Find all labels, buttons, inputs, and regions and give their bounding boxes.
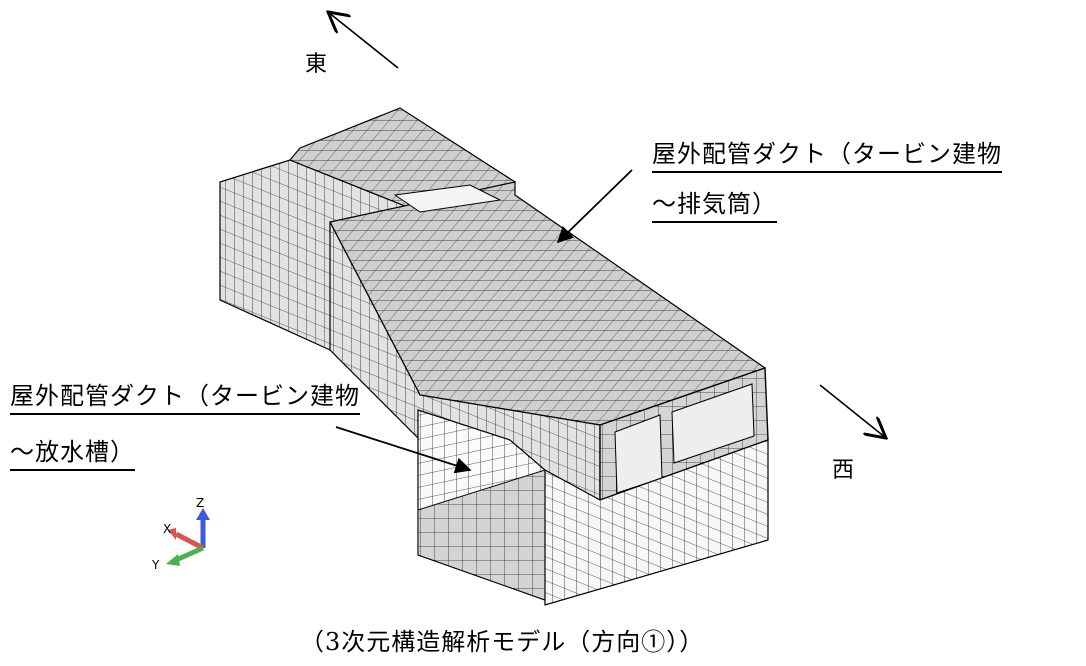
lower-duct-label-line2: ～放水槽） (10, 432, 135, 471)
west-arrow (819, 384, 886, 438)
lower-duct-model (417, 409, 769, 606)
lower-duct-label-line1: 屋外配管ダクト（タービン建物 (10, 376, 360, 415)
upper-duct-model (219, 107, 769, 501)
east-label: 東 (305, 52, 328, 77)
axis-triad (166, 508, 210, 566)
lower-duct-leader (335, 426, 472, 474)
axis-x-label: X (163, 522, 172, 536)
upper-duct-notch (393, 184, 502, 213)
figure-caption: （3次元構造解析モデル（方向①）） (300, 628, 705, 656)
axis-z-label: Z (196, 496, 205, 510)
upper-duct-label-line1: 屋外配管ダクト（タービン建物 (652, 134, 1002, 173)
west-label: 西 (832, 458, 855, 483)
east-arrow (328, 12, 399, 69)
axis-y-label: Y (152, 558, 160, 572)
lower-duct-front-face (544, 439, 769, 606)
upper-duct-leader (556, 169, 633, 244)
upper-duct-label-line2: ～排気筒） (652, 184, 777, 223)
upper-duct-section-void-2 (671, 383, 755, 464)
